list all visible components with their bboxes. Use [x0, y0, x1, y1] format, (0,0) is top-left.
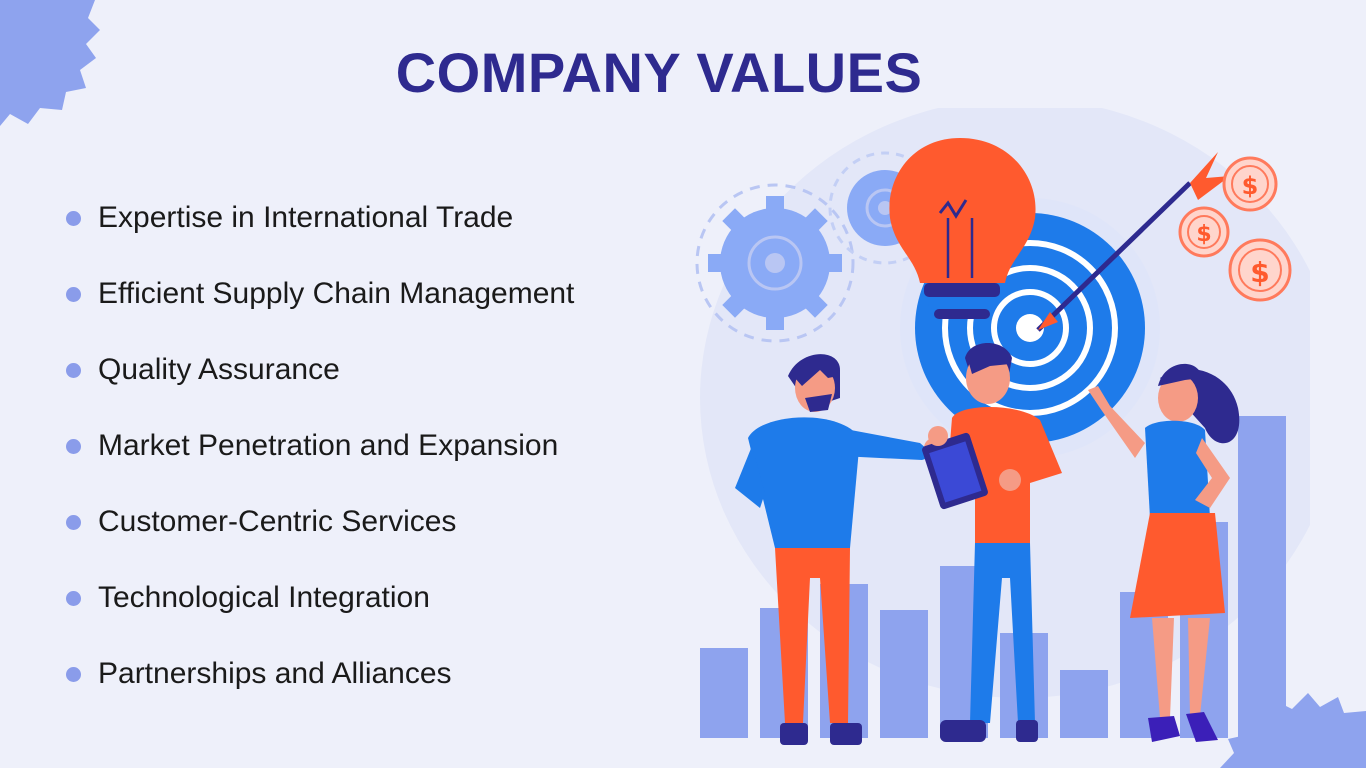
bullet-icon [66, 438, 81, 454]
list-item-label: Expertise in International Trade [98, 201, 514, 234]
list-item: Market Penetration and Expansion [66, 408, 574, 484]
values-list: Expertise in International Trade Efficie… [66, 180, 574, 712]
list-item-label: Efficient Supply Chain Management [98, 277, 575, 310]
list-item: Technological Integration [66, 560, 574, 636]
person-man-middle [922, 343, 1062, 742]
corner-gear-top-left [0, 0, 100, 126]
dollar-coin-icon: $ [1178, 206, 1230, 258]
bullet-icon [66, 286, 81, 302]
list-item: Efficient Supply Chain Management [66, 256, 574, 332]
bar-chart-icon [700, 416, 1286, 738]
page-title: COMPANY VALUES [395, 41, 923, 104]
person-woman-right [1088, 363, 1240, 742]
list-item-label: Partnerships and Alliances [98, 657, 452, 690]
lightbulb-icon [889, 138, 1036, 319]
list-item-label: Quality Assurance [98, 353, 340, 386]
list-item-label: Market Penetration and Expansion [98, 429, 559, 462]
corner-gear-bottom-right [1220, 693, 1366, 768]
list-item: Quality Assurance [66, 332, 574, 408]
list-item: Customer-Centric Services [66, 484, 574, 560]
svg-text:$: $ [1250, 256, 1269, 289]
bullet-icon [66, 514, 81, 530]
arrow-icon [1036, 152, 1230, 332]
bullet-icon [66, 210, 81, 226]
dollar-coin-icon: $ [1228, 238, 1292, 302]
team-goal-illustration: $ $ $ [695, 108, 1310, 745]
list-item-label: Technological Integration [98, 581, 430, 614]
list-item: Partnerships and Alliances [66, 636, 574, 712]
bullet-icon [66, 666, 81, 682]
bullet-icon [66, 590, 81, 606]
svg-text:$: $ [1242, 172, 1259, 200]
dollar-coin-icon: $ [1222, 156, 1278, 212]
list-item-label: Customer-Centric Services [98, 505, 457, 538]
svg-text:$: $ [1196, 222, 1211, 247]
list-item: Expertise in International Trade [66, 180, 574, 256]
bullet-icon [66, 362, 81, 378]
gear-icon [695, 183, 855, 343]
